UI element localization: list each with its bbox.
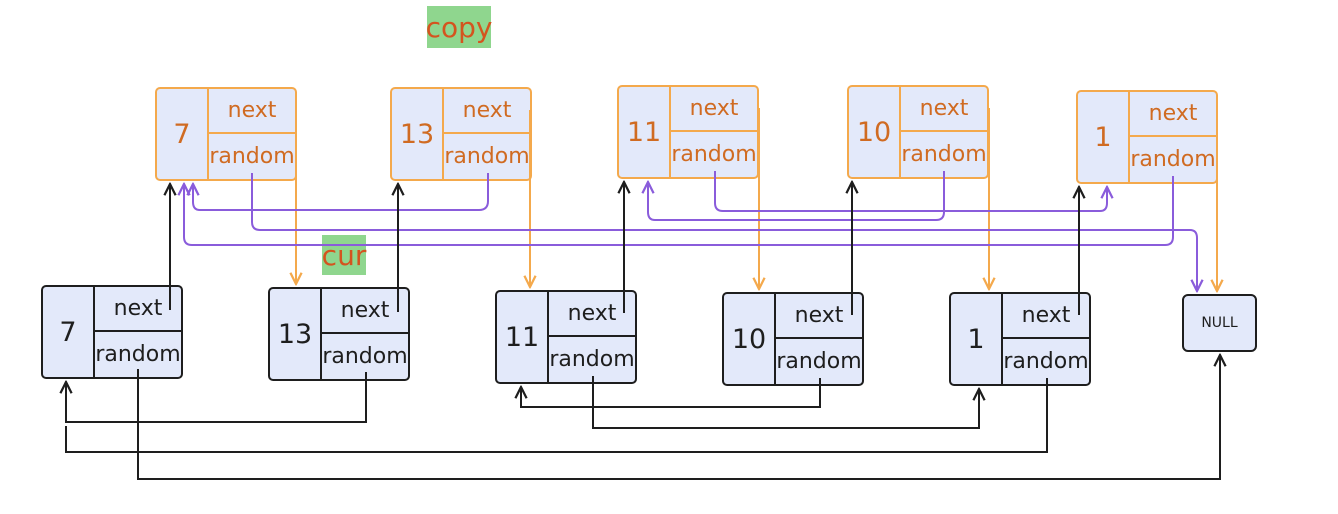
random-field: random (322, 344, 408, 369)
random-field: random (671, 142, 757, 167)
next-field: next (776, 294, 862, 339)
node-value: 13 (270, 289, 322, 379)
original-node-13: 13 next random (268, 287, 410, 381)
original-next-arrows (170, 182, 1079, 315)
random-field: random (901, 142, 987, 167)
next-field: next (444, 89, 530, 134)
random-field: random (444, 144, 530, 169)
copy-node-11: 11 next random (617, 85, 759, 179)
next-field: next (322, 289, 408, 334)
node-value: 11 (497, 292, 549, 382)
original-10-random-arrow (521, 378, 821, 408)
next-field: next (1003, 294, 1089, 339)
null-node: NULL (1182, 294, 1257, 352)
copy-node-13: 13 next random (390, 87, 532, 181)
original-13-random-arrow (66, 372, 367, 423)
next-field: next (549, 292, 635, 337)
node-value: 7 (43, 287, 95, 377)
next-field: next (209, 89, 295, 134)
node-value: 13 (392, 89, 444, 179)
random-field: random (209, 144, 295, 169)
next-field: next (95, 287, 181, 332)
original-1-random-arrow (65, 378, 1048, 453)
random-field: random (1003, 349, 1089, 374)
original-node-11: 11 next random (495, 290, 637, 384)
original-node-1: 1 next random (949, 292, 1091, 386)
original-7-random-arrow (137, 355, 1220, 480)
node-value: 11 (619, 87, 671, 177)
copy-11-random-arrow (714, 171, 1107, 212)
copy-1-random-arrow (184, 176, 1174, 246)
original-11-random-arrow (592, 376, 979, 429)
next-field: next (1130, 92, 1216, 137)
original-node-7: 7 next random (41, 285, 183, 379)
copy-label: copy (426, 6, 492, 48)
copy-7-random-arrow (251, 173, 1197, 291)
random-field: random (95, 342, 181, 367)
node-value: 10 (849, 87, 901, 177)
next-field: next (671, 87, 757, 132)
node-value: 1 (1078, 92, 1130, 182)
copy-13-random-arrow (193, 173, 489, 211)
copy-next-arrows (296, 108, 1217, 291)
node-value: 10 (724, 294, 776, 384)
next-field: next (901, 87, 987, 132)
random-field: random (776, 349, 862, 374)
copy-random-arrows (184, 171, 1197, 291)
copy-node-7: 7 next random (155, 87, 297, 181)
random-field: random (1130, 147, 1216, 172)
node-value: 7 (157, 89, 209, 179)
copy-10-random-arrow (648, 171, 945, 221)
random-field: random (549, 347, 635, 372)
node-value: 1 (951, 294, 1003, 384)
original-node-10: 10 next random (722, 292, 864, 386)
original-random-arrows (65, 355, 1220, 480)
